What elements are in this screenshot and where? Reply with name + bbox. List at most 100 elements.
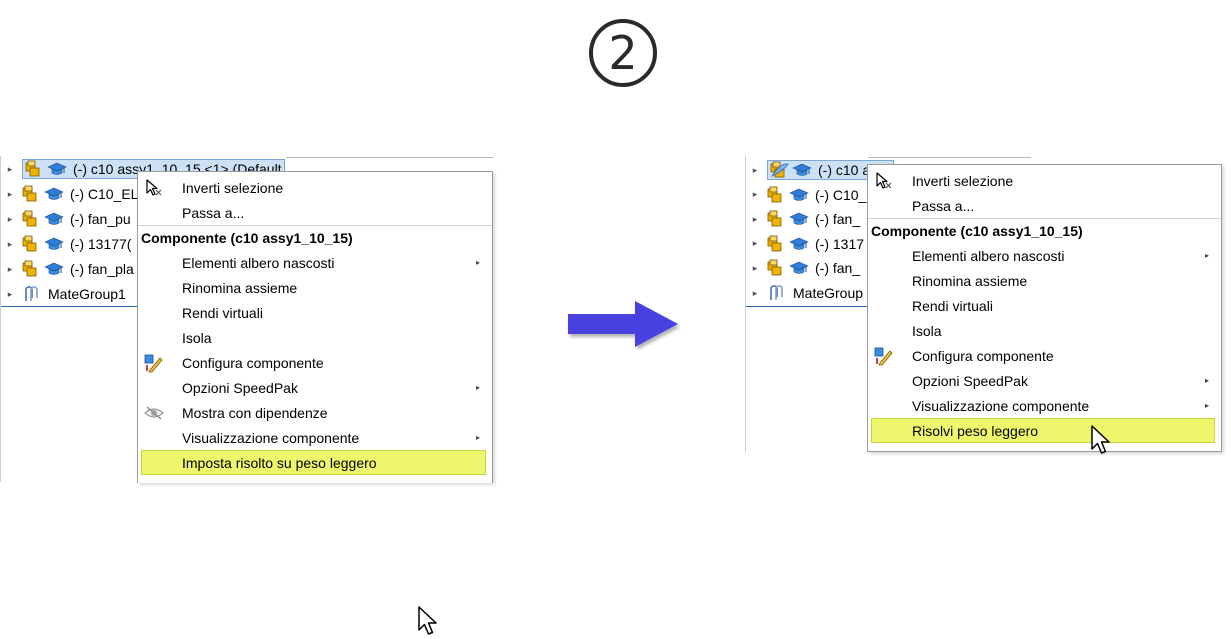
menu-item[interactable]: Isola [138,325,492,350]
menu-item[interactable]: Opzioni SpeedPak▸ [868,368,1221,393]
tree-item-component[interactable]: ▸ (-) c10 assy [749,159,895,181]
menu-item-label: Inverti selezione [912,172,1014,189]
menu-item-label: Rendi virtuali [182,304,263,321]
mate-group-icon [22,285,42,303]
tree-item-component[interactable]: ▸ (-) fan_ [749,208,860,230]
tree-item-content: (-) fan_pla [22,260,134,278]
graduation-cap-icon [789,210,809,228]
tree-item-component[interactable]: ▸ (-) C10_ [749,184,866,206]
assembly-icon [25,160,45,178]
menu-item-label: Rendi virtuali [912,297,993,314]
tree-item-label: (-) 1317 [815,235,865,252]
feature-tree [745,156,1031,452]
menu-item-label: Componente (c10 assy1_10_15) [871,222,1083,239]
menu-item-label: Isola [182,329,212,346]
expand-arrow-icon[interactable]: ▸ [7,188,13,199]
right-arrow-icon [568,301,678,347]
select-cursor-icon [874,171,894,191]
menu-item[interactable]: Configura componente [868,343,1221,368]
feature-tree [0,156,493,482]
menu-item[interactable]: Configura componente [138,350,492,375]
menu-item-label: Isola [912,322,942,339]
tree-item-label: (-) fan_pu [70,211,131,227]
dependencies-eye-icon [144,403,164,423]
menu-item-label: Componente (c10 assy1_10_15) [141,229,353,246]
menu-item[interactable]: Rinomina assieme [868,268,1221,293]
tree-item-content: (-) fan_pu [22,210,131,228]
assembly-icon [767,235,787,253]
menu-item-label: Opzioni SpeedPak [182,379,298,396]
tree-item-label: (-) 13177( [70,236,132,252]
menu-item[interactable]: Inverti selezione [868,168,1221,193]
tree-item-label: MateGroup [793,285,864,301]
menu-item[interactable]: Passa a... [138,200,492,225]
tree-item-content: (-) fan_ [767,210,860,228]
assembly-icon [22,210,42,228]
tree-item-label: MateGroup1 [48,286,126,302]
tree-item-component[interactable]: ▸ (-) C10_EL [4,183,138,205]
menu-item-label: Visualizzazione componente [182,429,360,446]
graduation-cap-icon [44,235,64,253]
menu-item-label: Rinomina assieme [912,272,1028,289]
menu-section-header: Componente (c10 assy1_10_15) [868,218,1221,243]
left-screenshot-panel: ▸ (-) c10 assy1_10_15 <1> (Default▸ (-) … [0,156,493,635]
right-screenshot-panel: ▸ (-) c10 assy▸ (-) C10_▸ (-) fan_▸ (-) … [745,156,1231,454]
tree-item-content: MateGroup1 [22,285,126,303]
expand-arrow-icon[interactable]: ▸ [752,213,758,224]
assembly-icon [767,210,787,228]
expand-arrow-icon[interactable]: ▸ [7,213,13,224]
graduation-cap-icon [789,235,809,253]
menu-item[interactable]: Risolvi peso leggero [868,418,1221,443]
lightweight-assembly-icon [770,161,790,179]
expand-arrow-icon[interactable]: ▸ [752,287,758,298]
graduation-cap-icon [789,259,809,277]
tree-item-mategroup[interactable]: ▸ MateGroup [749,282,863,304]
tree-item-component[interactable]: ▸ (-) fan_pla [4,258,134,280]
expand-arrow-icon[interactable]: ▸ [7,263,13,274]
graduation-cap-icon [44,210,64,228]
mouse-cursor-icon [418,606,437,635]
tree-item-content: (-) 1317 [767,235,864,253]
menu-item-label: Rinomina assieme [182,279,298,296]
menu-item[interactable]: Imposta risolto su peso leggero [138,450,492,475]
submenu-arrow-icon: ▸ [475,433,480,442]
assembly-icon [767,186,787,204]
tree-item-label: (-) C10_EL [70,186,139,202]
expand-arrow-icon[interactable]: ▸ [752,189,758,200]
tree-item-component[interactable]: ▸ (-) 13177( [4,233,131,255]
tree-item-component[interactable]: ▸ (-) fan_ [749,257,860,279]
step-number: 2 [608,26,638,80]
expand-arrow-icon[interactable]: ▸ [7,163,13,174]
menu-item-label: Elementi albero nascosti [912,247,1065,264]
menu-item-label: Passa a... [912,197,975,214]
menu-item[interactable]: Opzioni SpeedPak ▸ [138,375,492,400]
menu-item-highlight [871,418,1215,443]
menu-item[interactable]: Rendi virtuali [868,293,1221,318]
menu-item[interactable]: Rinomina assieme [138,275,492,300]
expand-arrow-icon[interactable]: ▸ [7,238,13,249]
expand-arrow-icon[interactable]: ▸ [752,262,758,273]
menu-item-label: Configura componente [182,354,324,371]
tree-item-component[interactable]: ▸ (-) 1317 [749,233,864,255]
menu-item[interactable]: Elementi albero nascosti▸ [868,243,1221,268]
submenu-arrow-icon: ▸ [475,383,480,392]
menu-item-label: Opzioni SpeedPak [912,372,1028,389]
menu-item[interactable]: Isola [868,318,1221,343]
submenu-arrow-icon: ▸ [1204,401,1209,410]
expand-arrow-icon[interactable]: ▸ [7,288,13,299]
assembly-icon [22,235,42,253]
menu-item[interactable]: Visualizzazione componente ▸ [138,425,492,450]
tree-item-content: MateGroup [767,284,863,302]
expand-arrow-icon[interactable]: ▸ [752,238,758,249]
menu-item[interactable]: Rendi virtuali [138,300,492,325]
menu-item[interactable]: Mostra con dipendenze [138,400,492,425]
graduation-cap-icon [44,260,64,278]
tree-item-mategroup[interactable]: ▸ MateGroup1 [4,283,126,305]
menu-item[interactable]: Elementi albero nascosti▸ [138,250,492,275]
menu-item[interactable]: Passa a... [868,193,1221,218]
submenu-arrow-icon: ▸ [475,258,480,267]
menu-item[interactable]: Inverti selezione [138,175,492,200]
expand-arrow-icon[interactable]: ▸ [752,164,758,175]
tree-item-component[interactable]: ▸ (-) fan_pu [4,208,131,230]
menu-item[interactable]: Visualizzazione componente▸ [868,393,1221,418]
